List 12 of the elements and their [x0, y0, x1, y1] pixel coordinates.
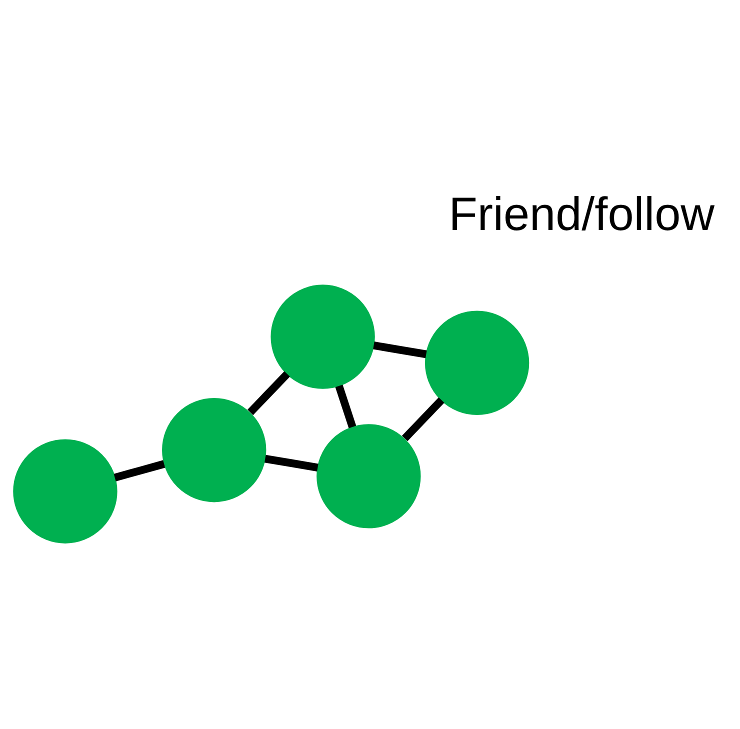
connector — [335, 384, 356, 428]
node-circle — [424, 310, 530, 414]
node-circle — [162, 398, 266, 502]
connector — [402, 396, 444, 441]
connector — [247, 370, 290, 415]
node-circle — [270, 284, 375, 388]
connector — [114, 460, 166, 481]
label: Friend/follow — [448, 187, 715, 240]
connector — [373, 341, 427, 358]
node-circle — [13, 438, 118, 543]
node-circle — [316, 424, 421, 528]
connector — [264, 454, 318, 471]
